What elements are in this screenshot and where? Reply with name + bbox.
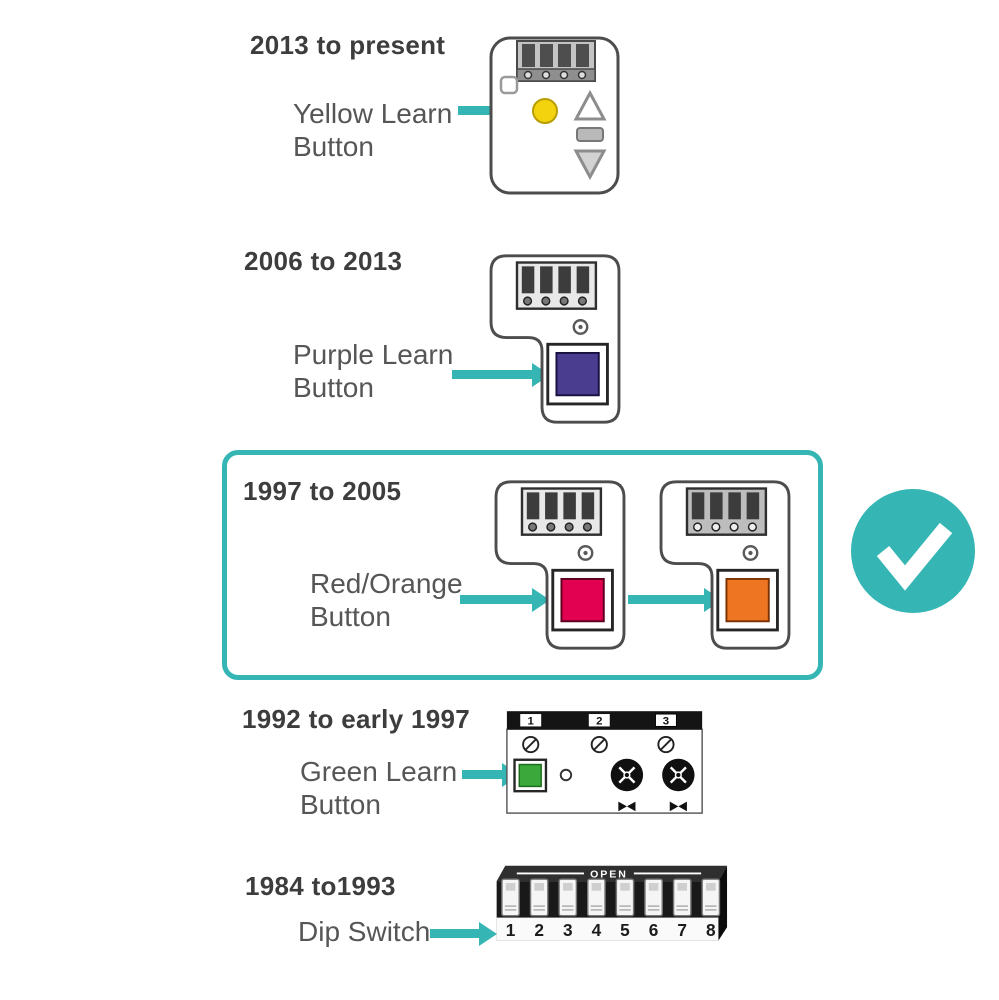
dip-switch-illustration: OPEN 1 2 3 4 5 6 7 8: [496, 865, 728, 941]
button-type-label-2013: Yellow Learn Button: [293, 98, 453, 163]
pointer-arrow-purple: [452, 370, 532, 379]
opener-panel-2013-illustration: [489, 36, 620, 195]
svg-text:2: 2: [534, 920, 544, 940]
era-heading-2006: 2006 to 2013: [244, 246, 403, 276]
indicator-hole: [559, 768, 573, 782]
panel-number-2: 2: [596, 716, 602, 728]
code-dial-right: [662, 758, 695, 792]
highlight-box: [222, 450, 823, 680]
panel-tab: [499, 75, 519, 95]
dip-switch-numbers: 1 2 3 4 5 6 7 8: [506, 920, 716, 940]
purple-learn-button: [555, 351, 600, 397]
green-learn-button: [518, 763, 542, 788]
opener-panel-orange-illustration: [659, 480, 791, 650]
opener-panel-1992-illustration: 1 2 3: [506, 711, 703, 814]
pointer-arrow-yellow: [458, 106, 513, 115]
button-type-label-1997: Red/Orange Button: [310, 568, 463, 633]
era-heading-1992: 1992 to early 1997: [242, 704, 471, 734]
code-dial-left: [610, 758, 644, 792]
panel-number-3: 3: [663, 716, 669, 728]
pointer-arrow-dip: [430, 929, 479, 938]
open-label: OPEN: [590, 868, 628, 880]
dial-markers: [618, 801, 687, 812]
era-heading-2013: 2013 to present: [250, 30, 446, 60]
screw-icons: [522, 735, 675, 754]
svg-text:4: 4: [592, 920, 602, 940]
panel-number-1: 1: [528, 716, 535, 728]
svg-text:7: 7: [677, 920, 687, 940]
svg-text:5: 5: [620, 920, 630, 940]
pointer-arrow-red: [460, 595, 532, 604]
checkmark-icon: [876, 522, 953, 591]
panel-slot: [576, 127, 604, 142]
button-type-label-2006: Purple Learn Button: [293, 339, 454, 404]
up-arrow-button-icon: [573, 89, 607, 121]
svg-text:1: 1: [506, 920, 516, 940]
pointer-arrow-green: [462, 770, 502, 779]
era-heading-1997: 1997 to 2005: [243, 476, 402, 506]
opener-panel-red-illustration: [494, 480, 626, 650]
svg-text:6: 6: [649, 920, 659, 940]
orange-learn-button: [725, 577, 770, 623]
checkmark-badge: [851, 489, 975, 613]
yellow-learn-button: [532, 98, 558, 124]
opener-panel-2006-illustration: [489, 254, 621, 424]
pointer-arrow-orange: [628, 595, 704, 604]
dip-switch-toggles: [501, 878, 721, 917]
svg-text:8: 8: [706, 920, 716, 940]
svg-text:3: 3: [563, 920, 573, 940]
era-heading-1984: 1984 to1993: [245, 871, 396, 901]
red-learn-button: [560, 577, 605, 623]
button-type-label-1984: Dip Switch: [298, 916, 431, 947]
down-arrow-button-icon: [573, 149, 607, 181]
button-type-label-1992: Green Learn Button: [300, 756, 458, 821]
